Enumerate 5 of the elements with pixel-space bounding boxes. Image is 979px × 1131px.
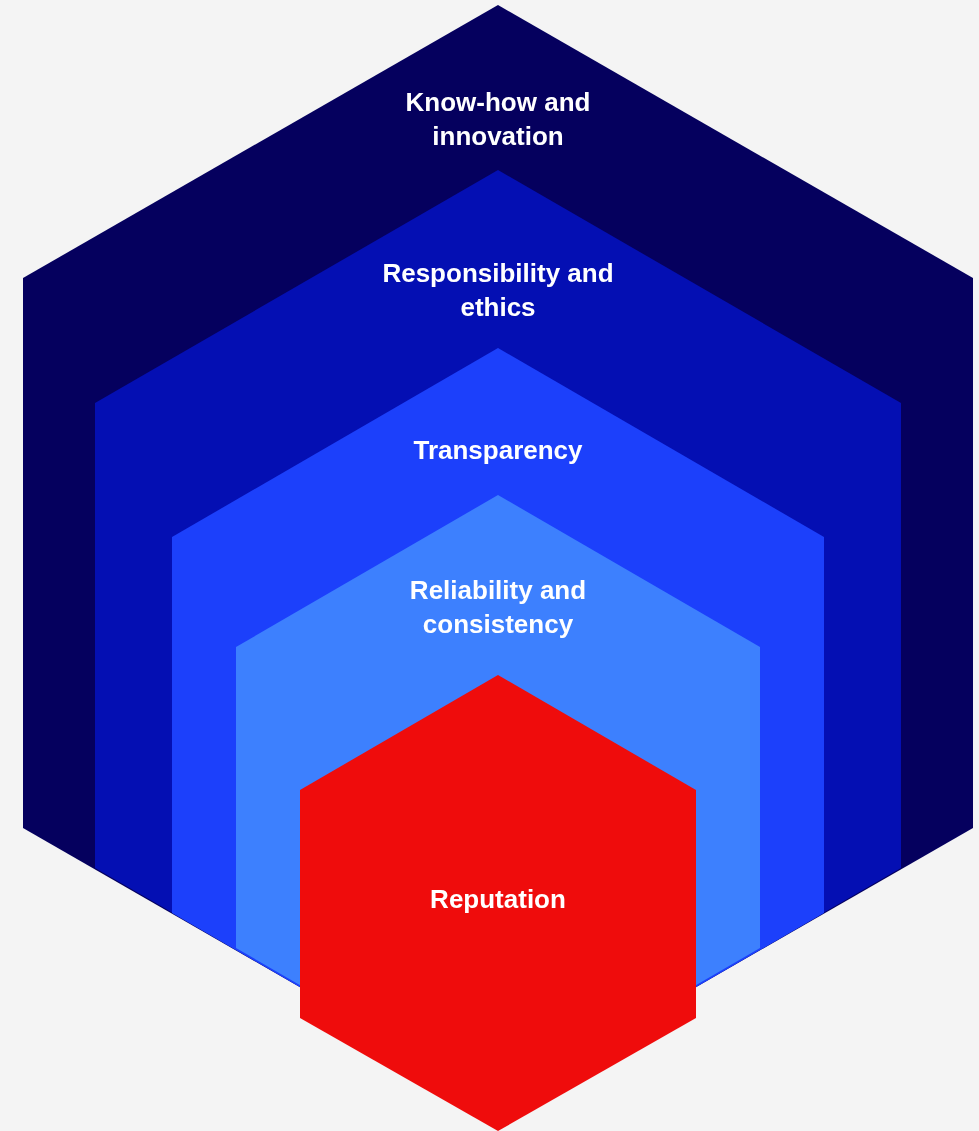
layer-label: Reliability and consistency: [408, 574, 588, 641]
layer-label: Responsibility and ethics: [381, 257, 615, 324]
layer-label: Know-how and innovation: [404, 86, 592, 153]
layer-label: Reputation: [430, 883, 566, 916]
layer-label: Transparency: [413, 434, 583, 467]
